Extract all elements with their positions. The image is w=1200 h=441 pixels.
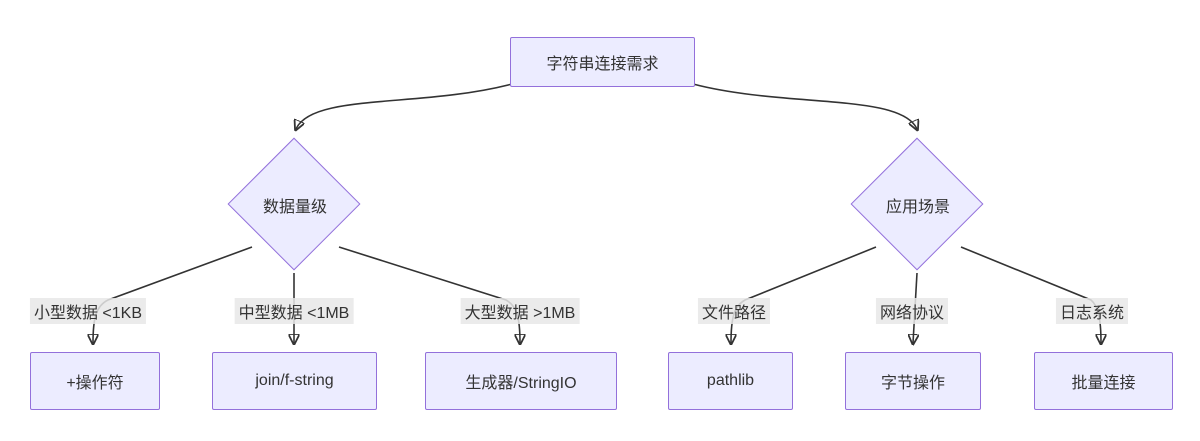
leaf-node-label: join/f-string xyxy=(255,372,334,389)
edge-label-file-path: 文件路径 xyxy=(697,298,771,324)
leaf-node-label: 字节操作 xyxy=(880,375,945,392)
leaf-node-generator-stringio: 生成器/StringIO xyxy=(425,352,617,410)
edge-label-network-protocol: 网络协议 xyxy=(875,298,949,324)
leaf-node-label: pathlib xyxy=(706,372,755,389)
edge-label-medium-data: 中型数据 <1MB xyxy=(234,298,354,324)
edge-label-log-system: 日志系统 xyxy=(1055,298,1129,324)
edge-label-small-data: 小型数据 <1KB xyxy=(29,298,147,324)
leaf-node-batch-concat: 批量连接 xyxy=(1034,352,1173,410)
root-node-label: 字符串连接需求 xyxy=(546,56,659,73)
leaf-node-label: 批量连接 xyxy=(1071,375,1136,392)
leaf-node-join-fstring: join/f-string xyxy=(212,352,377,410)
leaf-node-byte-operation: 字节操作 xyxy=(845,352,981,410)
leaf-node-plus-operator: +操作符 xyxy=(30,352,160,410)
edge-large-data xyxy=(338,246,520,343)
decision-application-scenario: 应用场景 xyxy=(850,137,985,272)
edge-root-to-application-scenario xyxy=(692,83,917,129)
root-node: 字符串连接需求 xyxy=(510,37,695,87)
edge-label-large-data: 大型数据 >1MB xyxy=(460,298,580,324)
decision-data-magnitude: 数据量级 xyxy=(227,137,362,272)
decision-label: 数据量级 xyxy=(262,199,327,216)
leaf-node-label: 生成器/StringIO xyxy=(465,375,577,392)
decision-label: 应用场景 xyxy=(885,199,950,216)
leaf-node-pathlib: pathlib xyxy=(668,352,793,410)
leaf-node-label: +操作符 xyxy=(66,375,124,392)
edge-root-to-data-magnitude xyxy=(296,83,513,129)
